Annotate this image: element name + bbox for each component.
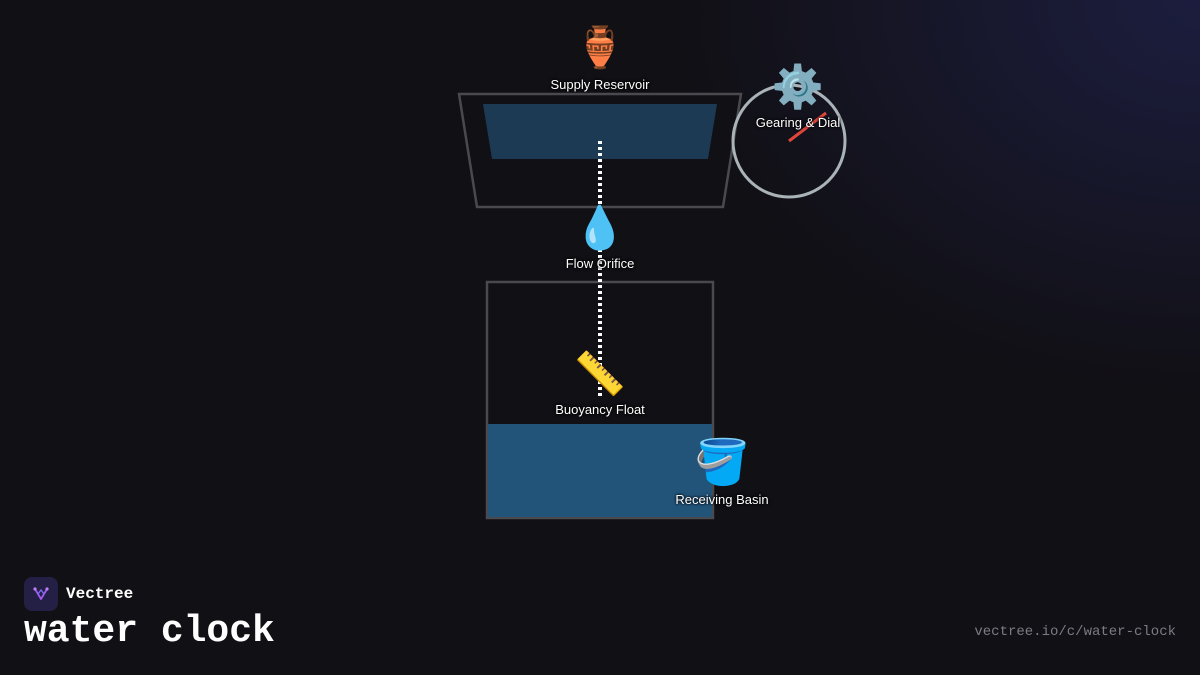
- droplet-icon: 💧: [573, 203, 627, 252]
- ruler-icon: 📏: [573, 349, 627, 398]
- supply-reservoir-water: [483, 104, 717, 159]
- brand[interactable]: Vectree: [24, 577, 133, 611]
- buoyancy-float-label: Buoyancy Float: [555, 402, 645, 417]
- brand-name: Vectree: [66, 585, 134, 603]
- amphora-icon: 🏺: [575, 25, 625, 71]
- dial-hand: [788, 111, 827, 143]
- receiving-basin-water: [488, 424, 712, 517]
- receiving-basin-label: Receiving Basin: [675, 492, 769, 507]
- page-url[interactable]: vectree.io/c/water-clock: [974, 624, 1176, 640]
- vectree-logo-icon: [24, 577, 58, 611]
- supply-reservoir-label: Supply Reservoir: [550, 77, 650, 92]
- bucket-icon: 🪣: [694, 437, 750, 488]
- gearing-dial-label: Gearing & Dial: [755, 115, 841, 130]
- flow-orifice-label: Flow Orifice: [565, 256, 635, 271]
- page-title: water clock: [24, 610, 275, 653]
- dial-face: [731, 83, 847, 199]
- gear-icon: ⚙️: [771, 62, 825, 111]
